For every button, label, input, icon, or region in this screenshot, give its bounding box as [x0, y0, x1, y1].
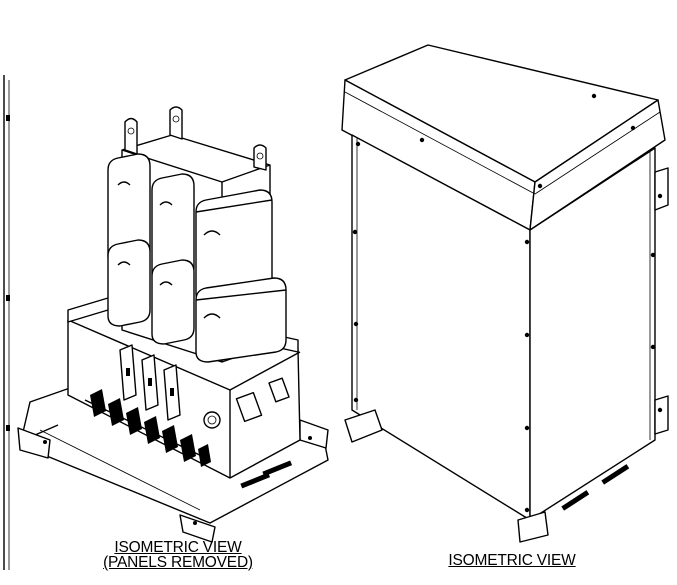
reactor-panels-removed: [17, 106, 329, 543]
caption-isometric-view: ISOMETRIC VIEW: [432, 552, 592, 569]
caption-line1: ISOMETRIC VIEW: [114, 539, 242, 556]
terminals: [119, 344, 181, 421]
reactor-enclosed: [341, 44, 669, 543]
caption-line1: ISOMETRIC VIEW: [448, 552, 576, 569]
caption-isometric-panels-removed: ISOMETRIC VIEW (PANELS REMOVED): [98, 539, 258, 571]
heatsink: [84, 389, 221, 467]
enclosure-screws: [352, 93, 663, 513]
coils: [107, 153, 287, 363]
enclosure-side-panel: [529, 147, 656, 521]
partial-view-edge: [3, 75, 10, 570]
caption-line2: (PANELS REMOVED): [103, 554, 253, 571]
